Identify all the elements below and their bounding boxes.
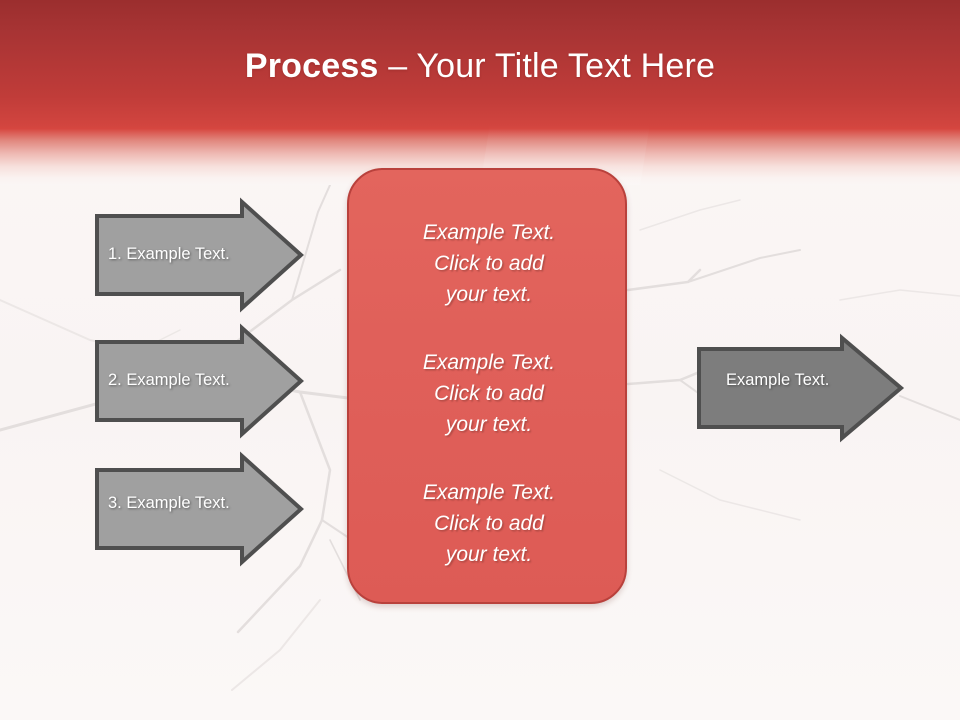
- process-arrow-1[interactable]: [92, 196, 306, 314]
- page-title-rest: – Your Title Text Here: [378, 47, 716, 85]
- process-arrow-3-label: 3. Example Text.: [108, 494, 230, 512]
- process-arrow-1-label: 1. Example Text.: [108, 245, 230, 263]
- output-arrow-label: Example Text.: [726, 371, 830, 389]
- output-arrow[interactable]: [694, 333, 906, 443]
- title-banner: [0, 0, 960, 185]
- center-content-panel[interactable]: Example Text. Click to add your text. Ex…: [347, 168, 627, 604]
- page-title: Process – Your Title Text Here: [0, 47, 960, 86]
- process-arrow-2-label: 2. Example Text.: [108, 371, 230, 389]
- process-arrow-2[interactable]: [92, 322, 306, 440]
- page-title-strong: Process: [244, 47, 379, 85]
- center-panel-text-block-2: Example Text. Click to add your text.: [422, 351, 556, 436]
- center-panel-text-block-1: Example Text. Click to add your text.: [422, 221, 556, 306]
- center-panel-text-block-3: Example Text. Click to add your text.: [422, 481, 556, 566]
- process-arrow-3[interactable]: [92, 450, 306, 568]
